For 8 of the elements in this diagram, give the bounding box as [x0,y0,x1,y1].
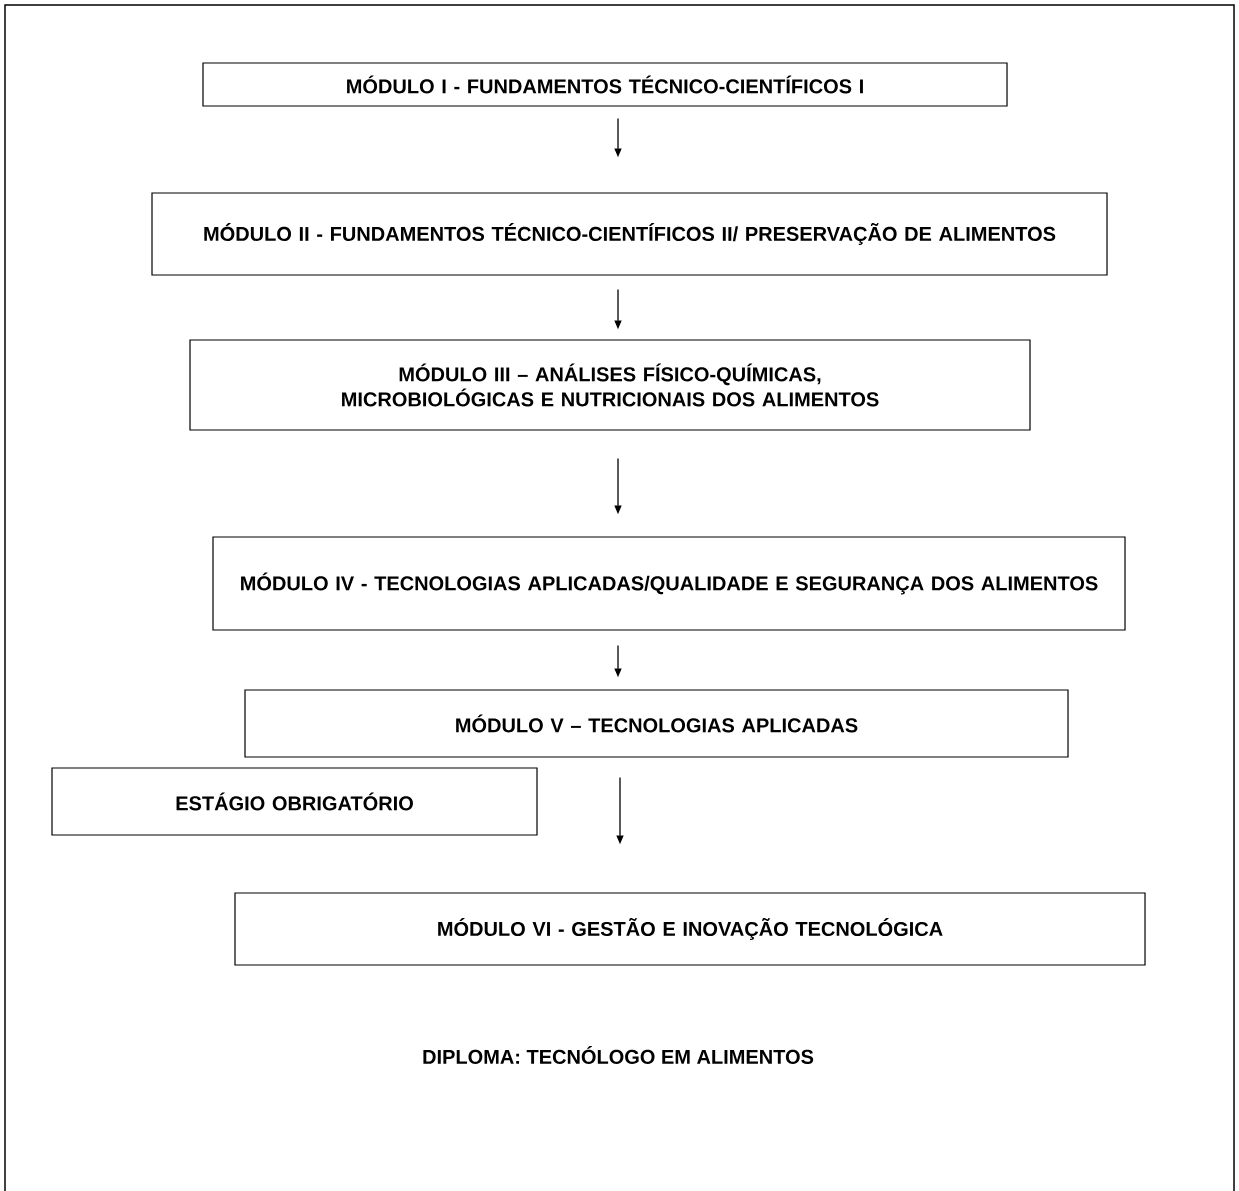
module-box: MÓDULO II - FUNDAMENTOS TÉCNICO-CIENTÍFICOS II/ PRESERVAÇÃO DE ALIMENTOS [151,192,1108,276]
module-box: MÓDULO V – TECNOLOGIAS APLICADAS [244,689,1069,758]
module-box: MÓDULO IV - TECNOLOGIAS APLICADAS/QUALIDADE E SEGURANÇA DOS ALIMENTOS [212,536,1126,631]
module-box: MÓDULO VI - GESTÃO E INOVAÇÃO TECNOLÓGICA [234,892,1146,966]
module-box: MÓDULO III – ANÁLISES FÍSICO-QUÍMICAS, MICROBIOLÓGICAS E NUTRICIONAIS DOS ALIMENTOS [189,339,1031,431]
module-box: MÓDULO I - FUNDAMENTOS TÉCNICO-CIENTÍFICOS I [202,62,1008,107]
diploma-text: DIPLOMA: TECNÓLOGO EM ALIMENTOS [423,1046,814,1064]
module-box: ESTÁGIO OBRIGATÓRIO [51,767,538,836]
